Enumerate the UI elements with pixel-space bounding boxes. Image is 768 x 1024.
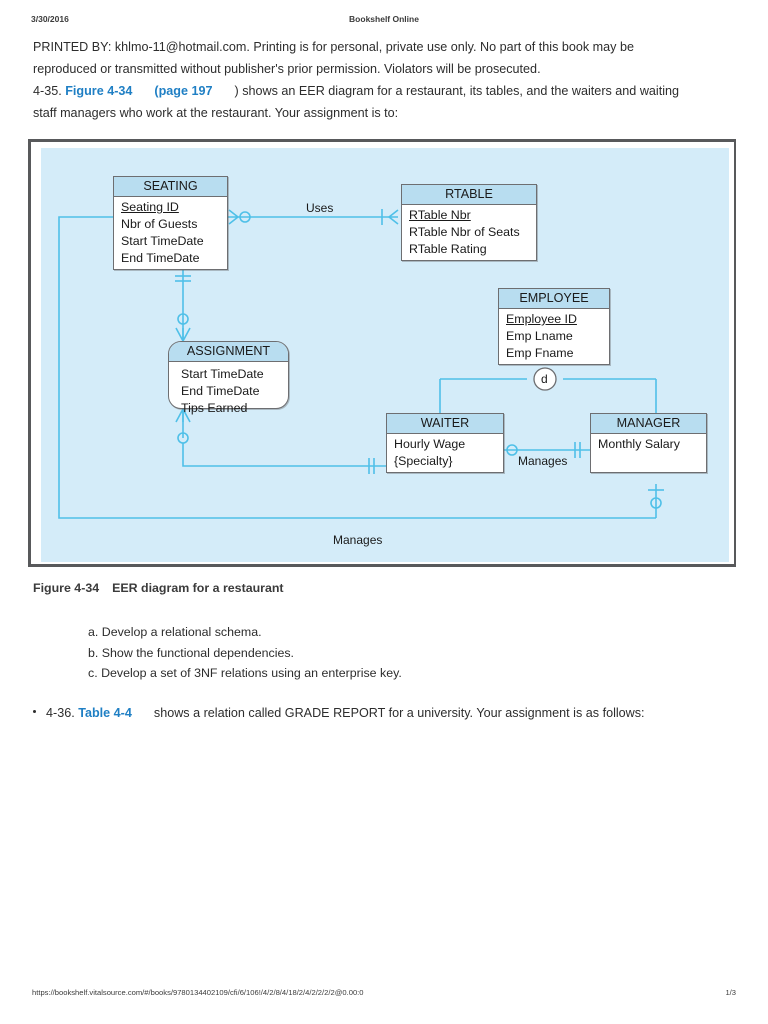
entity-rtable-attributes: RTable Nbr RTable Nbr of Seats RTable Ra… bbox=[402, 205, 536, 261]
entity-employee-attributes: Employee ID Emp Lname Emp Fname bbox=[499, 309, 609, 365]
attribute-emp-lname: Emp Lname bbox=[506, 329, 573, 343]
attribute-rtable-nbr-of-seats: RTable Nbr of Seats bbox=[409, 225, 520, 239]
attribute-seating-id: Seating ID bbox=[121, 200, 179, 214]
print-notice-line-2: reproduced or transmitted without publis… bbox=[33, 62, 541, 76]
entity-rtable[interactable]: RTABLE RTable Nbr RTable Nbr of Seats RT… bbox=[401, 184, 537, 261]
attribute-assignment-end-timedate: End TimeDate bbox=[181, 384, 260, 398]
attribute-employee-id: Employee ID bbox=[506, 312, 577, 326]
figure-caption-text: EER diagram for a restaurant bbox=[112, 581, 284, 595]
disjoint-discriminator-circle bbox=[533, 367, 557, 391]
entity-waiter[interactable]: WAITER Hourly Wage {Specialty} bbox=[386, 413, 504, 473]
figure-caption: Figure 4-34 EER diagram for a restaurant bbox=[33, 581, 284, 595]
problem-4-36-number: 4-36. bbox=[46, 706, 75, 720]
problem-4-35-line-2: staff managers who work at the restauran… bbox=[33, 106, 399, 120]
attribute-assignment-start-timedate: Start TimeDate bbox=[181, 367, 264, 381]
attribute-seating-end-timedate: End TimeDate bbox=[121, 251, 200, 265]
problem-4-36-body: shows a relation called GRADE REPORT for… bbox=[153, 706, 645, 720]
attribute-rtable-rating: RTable Rating bbox=[409, 242, 487, 256]
entity-seating-title: SEATING bbox=[114, 177, 227, 197]
entity-manager-attributes: Monthly Salary bbox=[591, 434, 706, 456]
entity-assignment-attributes: Start TimeDate End TimeDate Tips Earned bbox=[169, 362, 288, 420]
sub-item-b: b. Show the functional dependencies. bbox=[88, 645, 294, 660]
copy-block: PRINTED BY: khlmo-11@hotmail.com. Printi… bbox=[33, 36, 723, 124]
attribute-monthly-salary: Monthly Salary bbox=[598, 437, 680, 451]
running-head: 3/30/2016 Bookshelf Online bbox=[0, 14, 768, 28]
bullet-dot-icon bbox=[33, 710, 36, 713]
entity-assignment-title: ASSIGNMENT bbox=[169, 342, 288, 362]
figure-frame: SEATING Seating ID Nbr of Guests Start T… bbox=[28, 139, 736, 567]
attribute-specialty: {Specialty} bbox=[394, 454, 453, 468]
entity-employee-title: EMPLOYEE bbox=[499, 289, 609, 309]
relationship-label-manages-seating: Manages bbox=[333, 533, 383, 547]
entity-manager[interactable]: MANAGER Monthly Salary bbox=[590, 413, 707, 473]
attribute-nbr-of-guests: Nbr of Guests bbox=[121, 217, 198, 231]
relationship-label-manages-waiter: Manages bbox=[518, 454, 568, 468]
problem-text-after: ) shows an EER diagram for a restaurant,… bbox=[234, 84, 680, 98]
problem-4-36: 4-36. Table 4-4 shows a relation called G… bbox=[33, 703, 733, 723]
attribute-emp-fname: Emp Fname bbox=[506, 346, 574, 360]
page-date: 3/30/2016 bbox=[31, 14, 69, 24]
footer-page-number: 1/3 bbox=[725, 988, 736, 997]
page-header-title: Bookshelf Online bbox=[349, 14, 419, 24]
attribute-seating-start-timedate: Start TimeDate bbox=[121, 234, 204, 248]
entity-manager-title: MANAGER bbox=[591, 414, 706, 434]
page-197-link[interactable]: (page 197 bbox=[154, 84, 213, 98]
entity-seating-attributes: Seating ID Nbr of Guests Start TimeDate … bbox=[114, 197, 227, 270]
attribute-tips-earned: Tips Earned bbox=[181, 401, 248, 415]
entity-waiter-attributes: Hourly Wage {Specialty} bbox=[387, 434, 503, 473]
entity-assignment[interactable]: ASSIGNMENT Start TimeDate End TimeDate T… bbox=[168, 341, 289, 415]
sub-item-c: c. Develop a set of 3NF relations using … bbox=[88, 666, 402, 680]
figure-4-34-link[interactable]: Figure 4-34 bbox=[65, 84, 133, 98]
disjoint-discriminator-label: d bbox=[541, 372, 548, 386]
table-4-4-link[interactable]: Table 4-4 bbox=[78, 706, 132, 720]
entity-seating[interactable]: SEATING Seating ID Nbr of Guests Start T… bbox=[113, 176, 228, 270]
attribute-hourly-wage: Hourly Wage bbox=[394, 437, 466, 451]
sub-item-a: a. Develop a relational schema. bbox=[88, 625, 262, 639]
eer-diagram-panel: SEATING Seating ID Nbr of Guests Start T… bbox=[41, 148, 729, 562]
problem-4-35-line-1: 4-35. Figure 4-34 (page 197 ) shows an EER… bbox=[33, 80, 723, 102]
problem-number: 4-35. bbox=[33, 84, 62, 98]
relationship-label-uses: Uses bbox=[306, 201, 334, 215]
footer-url[interactable]: https://bookshelf.vitalsource.com/#/book… bbox=[32, 988, 364, 997]
entity-employee[interactable]: EMPLOYEE Employee ID Emp Lname Emp Fname bbox=[498, 288, 610, 365]
entity-rtable-title: RTABLE bbox=[402, 185, 536, 205]
print-notice-line-1: PRINTED BY: khlmo-11@hotmail.com. Printi… bbox=[33, 40, 634, 54]
attribute-rtable-nbr: RTable Nbr bbox=[409, 208, 471, 222]
assignment-sub-list: a. Develop a relational schema. b. Show … bbox=[88, 622, 402, 684]
entity-waiter-title: WAITER bbox=[387, 414, 503, 434]
problem-4-36-text: 4-36. Table 4-4 shows a relation called G… bbox=[46, 703, 733, 723]
page-footer: https://bookshelf.vitalsource.com/#/book… bbox=[0, 988, 768, 1002]
figure-caption-label: Figure 4-34 bbox=[33, 581, 100, 595]
